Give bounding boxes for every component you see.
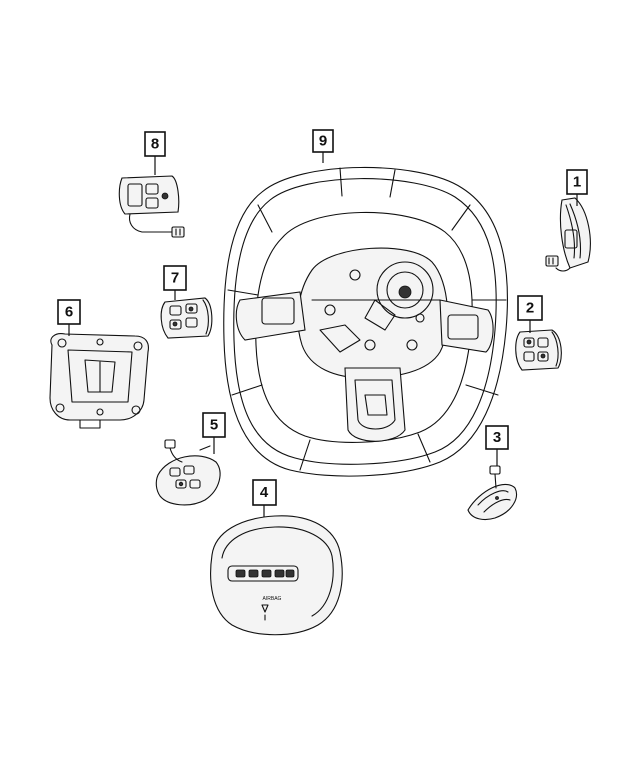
callout-3: 3	[485, 425, 509, 450]
right-switch-part-1[interactable]	[545, 197, 591, 272]
left-paddle-switch-part-8[interactable]	[118, 175, 185, 238]
callout-5: 5	[202, 412, 226, 438]
svg-text:5: 5	[210, 417, 218, 434]
svg-text:2: 2	[526, 300, 534, 317]
left-control-switch-part-7[interactable]	[160, 297, 213, 339]
lower-right-switch-part-3[interactable]	[467, 465, 517, 520]
right-control-switch-part-2[interactable]	[515, 329, 562, 371]
svg-text:6: 6	[65, 304, 73, 321]
steering-wheel-part-9[interactable]	[223, 166, 509, 477]
callout-7: 7	[163, 265, 187, 291]
callout-4: 4	[252, 479, 277, 506]
callout-8: 8	[144, 131, 166, 157]
lower-left-switch-part-5[interactable]	[155, 439, 221, 506]
callout-6: 6	[57, 299, 81, 325]
svg-text:7: 7	[171, 270, 179, 287]
callout-2: 2	[517, 295, 543, 321]
svg-text:9: 9	[319, 133, 327, 150]
svg-text:1: 1	[573, 174, 581, 191]
svg-text:4: 4	[260, 484, 269, 501]
callout-1: 1	[566, 169, 588, 195]
callout-9: 9	[312, 129, 334, 153]
bezel-frame-part-6[interactable]	[49, 333, 149, 429]
svg-text:8: 8	[151, 136, 159, 153]
svg-text:3: 3	[493, 429, 501, 446]
airbag-text: AIRBAG	[263, 596, 282, 602]
airbag-module-part-4[interactable]: AIRBAG	[210, 515, 343, 636]
